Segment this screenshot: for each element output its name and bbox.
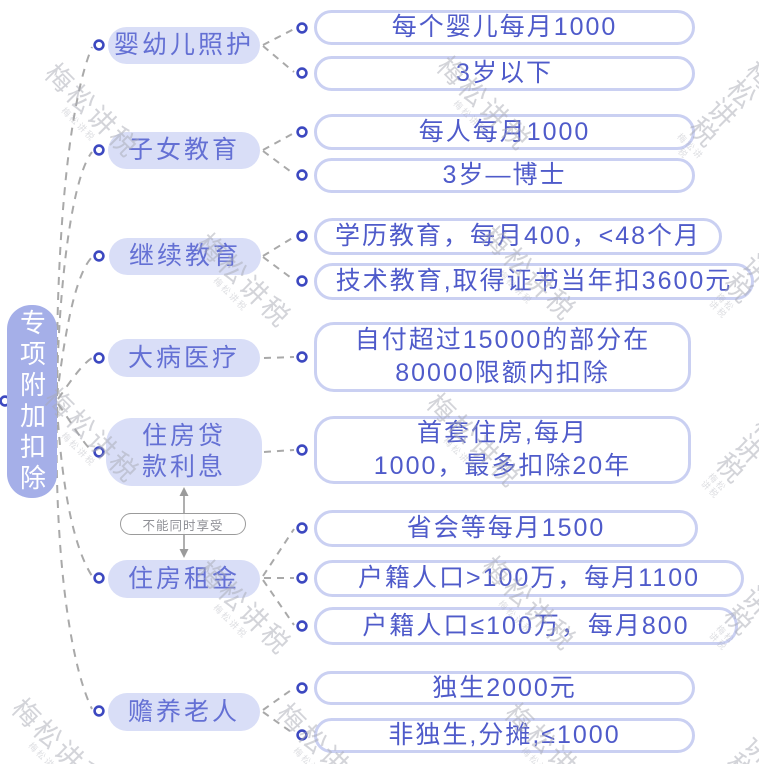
leaf-connector [262, 236, 295, 257]
category-mortgage-interest: 住房贷 款利息 [106, 418, 262, 486]
leaf-mortgage-detail: 首套住房,每月 1000，最多扣除20年 [314, 416, 691, 484]
leaf-connector [262, 711, 295, 735]
connector-dot [93, 446, 105, 458]
connector-dot [93, 250, 105, 262]
connector-dot [296, 351, 308, 363]
branch-curve [56, 406, 93, 577]
branch-curve [56, 256, 93, 397]
leaf-rent-small-city: 户籍人口≤100万，每月800 [314, 607, 738, 645]
root-node: 专项附加扣除 [7, 305, 57, 498]
leaf-rent-capital: 省会等每月1500 [314, 510, 698, 547]
leaf-infant-amount: 每个婴儿每月1000 [314, 10, 695, 45]
leaf-technical-education: 技术教育,取得证书当年扣3600元 [314, 263, 754, 300]
connector-dot [93, 39, 105, 51]
leaf-connector [262, 150, 295, 175]
category-housing-rent: 住房租金 [108, 560, 260, 598]
exclusivity-note: 不能同时享受 [120, 513, 246, 535]
branch-curve [57, 357, 93, 400]
leaf-connector [262, 28, 295, 46]
leaf-rent-large-city: 户籍人口>100万，每月1100 [314, 560, 744, 597]
branch-curve [55, 46, 93, 391]
connector-dot [296, 22, 308, 34]
leaf-child-range: 3岁—博士 [314, 158, 695, 193]
leaf-connector [262, 132, 295, 151]
connector-dot [296, 729, 308, 741]
leaf-connector [263, 449, 295, 453]
connector-dot [93, 572, 105, 584]
leaf-medical-limit: 自付超过15000的部分在 80000限额内扣除 [314, 322, 691, 392]
category-serious-illness-medical: 大病医疗 [108, 339, 260, 377]
connector-dot [296, 126, 308, 138]
connector-dot [296, 620, 308, 632]
leaf-only-child: 独生2000元 [314, 671, 695, 705]
leaf-connector [262, 687, 295, 711]
connector-dot [93, 705, 105, 717]
category-continuing-education: 继续教育 [109, 238, 261, 275]
arrow-down-icon [179, 549, 189, 558]
connector-dot [296, 275, 308, 287]
root-node-label: 专项附加扣除 [16, 308, 47, 495]
category-infant-care: 婴幼儿照护 [108, 27, 260, 64]
leaf-non-only-child: 非独生,分摊,≤1000 [314, 718, 695, 753]
connector-dot [296, 169, 308, 181]
leaf-degree-education: 学历教育，每月400，<48个月 [314, 218, 722, 255]
leaf-connector [262, 45, 295, 73]
leaf-child-amount: 每人每月1000 [314, 114, 695, 150]
leaf-infant-age: 3岁以下 [314, 56, 695, 91]
arrow-up-icon [179, 487, 189, 496]
category-child-education: 子女教育 [108, 132, 260, 169]
branch-curve [56, 151, 93, 394]
connector-dot [296, 572, 308, 584]
connector-dot [93, 352, 105, 364]
connector-dot [296, 67, 308, 79]
connector-dot [296, 522, 308, 534]
leaf-connector [262, 528, 295, 577]
connector-dot [296, 230, 308, 242]
connector-dot [296, 444, 308, 456]
connector-dot [93, 144, 105, 156]
leaf-connector [262, 579, 295, 626]
leaf-connector [263, 356, 295, 359]
connector-dot [296, 682, 308, 694]
branch-curve [57, 403, 93, 452]
category-elderly-support: 赡养老人 [108, 693, 260, 731]
leaf-connector [262, 256, 295, 281]
